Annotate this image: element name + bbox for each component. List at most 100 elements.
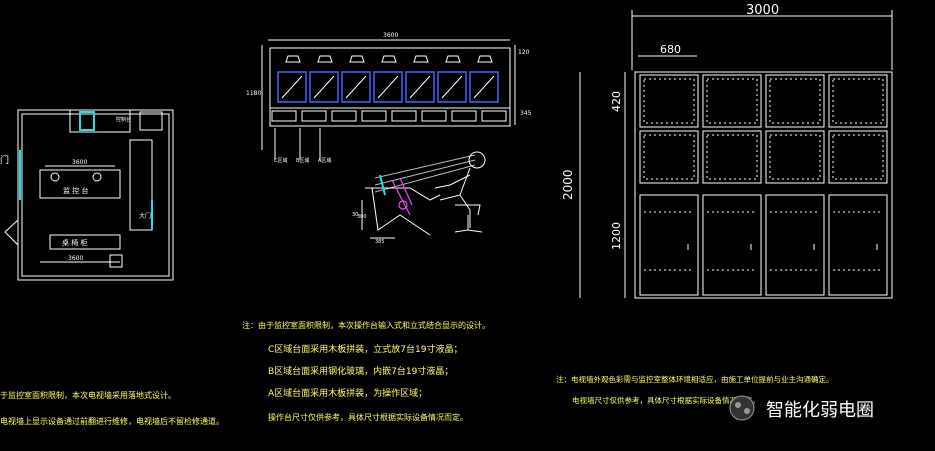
chair: [454, 204, 483, 233]
drawer: [301, 110, 327, 122]
cabinet-dim-cell: 680: [660, 43, 681, 56]
elev-dim-width: 3600: [383, 32, 398, 39]
drawer: [451, 110, 477, 122]
watermark-text: 智能化弱电圈: [766, 400, 874, 421]
note-center-3: B区域台面采用钢化玻璃，内嵌7台19寸液晶；: [268, 365, 453, 377]
note-center-4: A区域台面采用木板拼装，为操作区域；: [268, 387, 427, 399]
floor-plan: 控制台 门 大门 3600 监 控 台 桌 椅 柜 3600: [0, 109, 174, 281]
upright-monitor: [413, 55, 429, 63]
console-section: 30 300 385: [352, 151, 486, 245]
embedded-monitor: [341, 71, 371, 103]
right-cabinet: [129, 139, 153, 231]
cabinet-door: [702, 194, 762, 296]
screen-cell: [828, 130, 888, 184]
screen-bezel: [832, 78, 884, 124]
cabinet-cells: [639, 74, 888, 296]
embedded-monitor: [373, 71, 403, 103]
wechat-icon-dot2: [744, 408, 750, 414]
keyboard-arm: [391, 179, 411, 216]
wechat-icon: [729, 395, 755, 421]
room-label: 控制台: [116, 116, 131, 123]
note-left-1: 于监控室面积限制，本次电视墙采用落地式设计。: [0, 390, 176, 400]
wechat-icon-dot1: [735, 402, 741, 408]
embedded-monitor: [437, 71, 467, 103]
upright-monitor: [381, 55, 397, 63]
screen-bezel: [706, 134, 758, 180]
screen-cell: [828, 74, 888, 128]
table-block: [49, 234, 121, 250]
embedded-monitor: [277, 71, 307, 103]
drawer-row: [271, 110, 507, 122]
room-outline: [17, 109, 174, 281]
upright-monitor: [477, 55, 493, 63]
desk-top: [365, 187, 441, 201]
cabinet-door: [765, 194, 825, 296]
top-console: [69, 109, 131, 133]
screen-hatch: [345, 75, 367, 99]
screen-bezel: [643, 78, 695, 124]
upright-monitor: [445, 55, 461, 63]
screen-cell: [765, 130, 825, 184]
note-center-1: 注：由于监控室面积限制，本次操作台输入式和立式结合显示的设计。: [242, 320, 490, 330]
watermark: 智能化弱电圈: [729, 395, 874, 421]
screen-cell: [702, 74, 762, 128]
elev-dim-bottom: 345: [520, 110, 532, 117]
screen-bezel: [643, 134, 695, 180]
table-label: 桌 椅 柜: [62, 238, 87, 247]
cabinet-dim-lower: 1200: [610, 222, 623, 250]
cabinet-dim-width: 3000: [746, 3, 779, 18]
cabinet-frame: [634, 71, 893, 299]
drawer: [271, 110, 297, 122]
screen-cell: [702, 130, 762, 184]
elev-frame: [269, 47, 511, 127]
embedded-monitor: [469, 71, 499, 103]
door-swing: [4, 219, 19, 246]
left-door-label: 门: [0, 154, 9, 166]
console-label: 监 控 台: [63, 186, 88, 195]
chair-right: [92, 172, 102, 182]
person-body: [434, 167, 471, 228]
elev-dim-top: 120: [518, 49, 530, 56]
section-dim-385: 385: [375, 239, 385, 245]
screen-hatch: [281, 75, 303, 99]
right-door-label: 大门: [139, 212, 151, 220]
elev-dim-height: 1180: [246, 90, 261, 97]
monitor-row: [277, 55, 499, 103]
notes: 于监控室面积限制，本次电视墙采用落地式设计。 电视墙上显示设备通过前翻进行维修，…: [0, 320, 834, 426]
tv-wall-elevation: 3000 680 2000 420 1200: [561, 3, 893, 299]
section-dim-30: 30: [352, 212, 358, 218]
drawer: [331, 110, 357, 122]
note-center-2: C区域台面采用木板拼装，立式放7台19寸液晶；: [268, 343, 462, 355]
screen-hatch: [377, 75, 399, 99]
small-box: [109, 254, 123, 268]
screen-bezel: [769, 78, 821, 124]
note-center-5: 操作台尺寸仅供参考，具体尺寸根据实际设备情况而定。: [268, 412, 468, 422]
plan-dim-top: 3600: [72, 159, 87, 166]
cabinet-dim-height: 2000: [561, 169, 575, 200]
embedded-monitor: [405, 71, 435, 103]
chair-left: [50, 172, 60, 182]
screen-cell: [639, 74, 699, 128]
person-head: [468, 151, 486, 169]
console-block: [39, 169, 121, 199]
drawer: [391, 110, 417, 122]
upright-monitor: [349, 55, 365, 63]
screen-hatch: [473, 75, 495, 99]
plan-dim-bottom: 3600: [68, 255, 83, 262]
keyboard-arm-2: [399, 177, 413, 206]
embedded-monitor: [309, 71, 339, 103]
screen-cell: [639, 130, 699, 184]
legend-b: B区域: [296, 157, 309, 164]
upright-monitor: [285, 55, 301, 63]
screen-hatch: [409, 75, 431, 99]
window-mark: [79, 111, 95, 131]
note-left-2: 电视墙上显示设备通过前翻进行维修，电视墙后不留检修通道。: [0, 416, 224, 426]
drawer: [361, 110, 387, 122]
screen-cell: [765, 74, 825, 128]
upright-monitor: [317, 55, 333, 63]
screen-bezel: [769, 134, 821, 180]
top-cabinet: [139, 111, 163, 131]
screen-hatch: [313, 75, 335, 99]
desk-leg: [371, 187, 431, 236]
screen-bezel: [832, 134, 884, 180]
